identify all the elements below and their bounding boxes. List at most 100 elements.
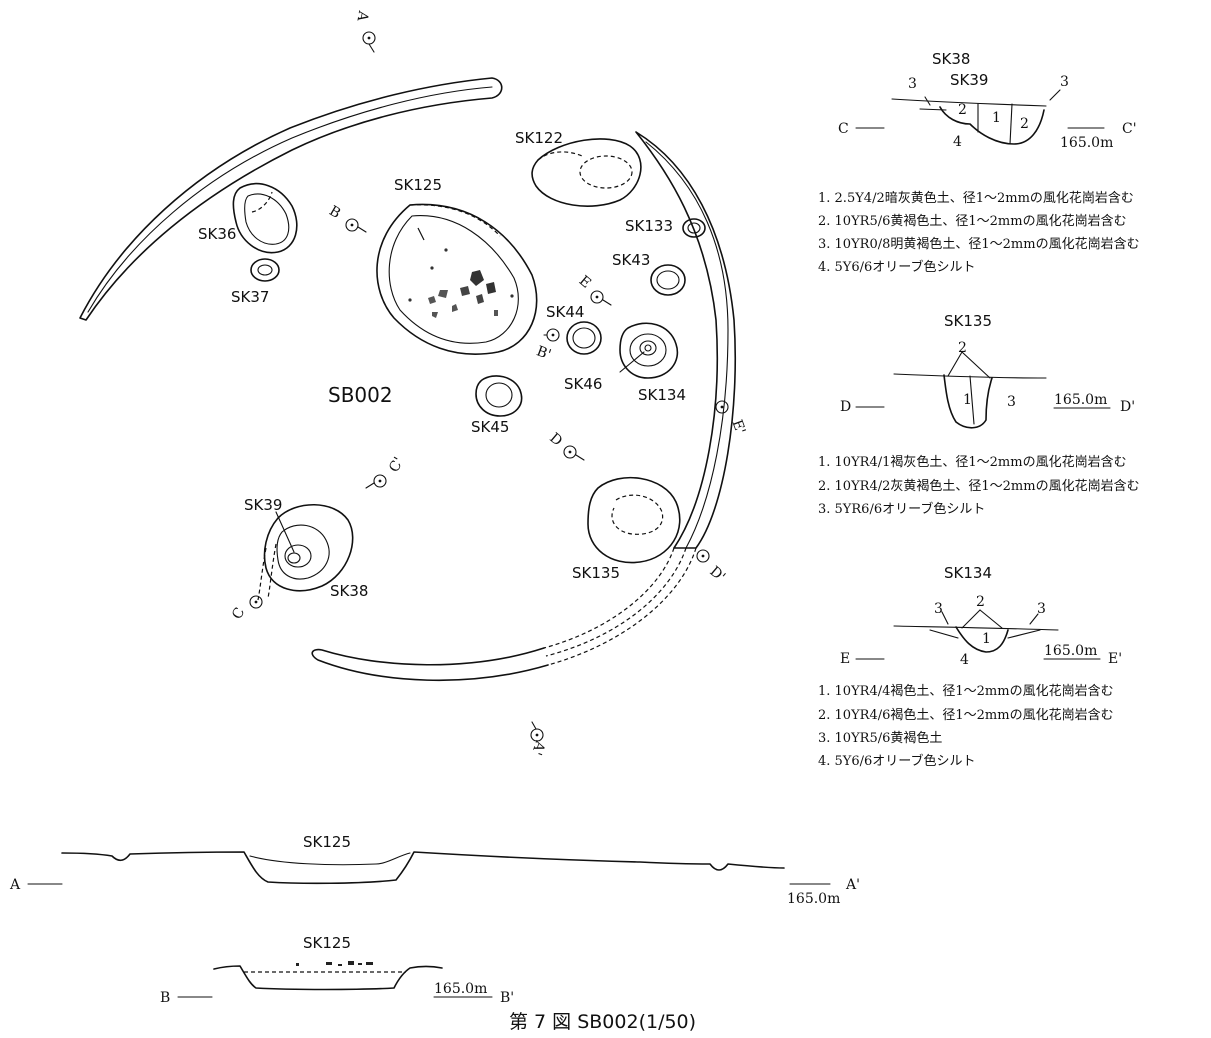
section-b-right-point: B' [500, 990, 514, 1006]
building-label: SB002 [328, 383, 393, 407]
sk38-legend-1: 1. 2.5Y4/2暗灰黄色土、径1〜2mmの風化花崗岩含む [818, 190, 1134, 206]
sk134-legend-1: 1. 10YR4/4褐色土、径1〜2mmの風化花崗岩含む [818, 683, 1114, 699]
section-a-scale: 165.0m [787, 891, 840, 907]
pit-sk37 [250, 258, 280, 282]
sk134-legend-2: 2. 10YR4/6褐色土、径1〜2mmの風化花崗岩含む [818, 707, 1114, 723]
label-sk125: SK125 [394, 176, 442, 194]
pit-sk135 [587, 476, 681, 564]
label-sk44: SK44 [546, 303, 584, 321]
sk134-legend-3: 3. 10YR5/6黄褐色土 [818, 730, 942, 746]
section-b-gravel [296, 961, 373, 966]
sk38-legend-3: 3. 10YR0/8明黄褐色土、径1〜2mmの風化花崗岩含む [818, 236, 1140, 252]
label-sk46: SK46 [564, 375, 602, 393]
pit-sk39 [284, 544, 312, 568]
label-sk38: SK38 [330, 582, 368, 600]
point-c: C [229, 605, 248, 622]
sk134-num-2: 2 [976, 594, 985, 610]
sk135-legend: 1. 10YR4/1褐灰色土、径1〜2mmの風化花崗岩含む 2. 10YR4/2… [818, 454, 1140, 517]
section-b-left-point: B [160, 990, 170, 1006]
label-sk135: SK135 [572, 564, 620, 582]
label-sk134: SK134 [638, 386, 686, 404]
sk134-right-point: E' [1108, 651, 1122, 667]
sk135-right-point: D' [1120, 399, 1135, 415]
point-a: A [353, 9, 371, 24]
sk38-num-2-right: 2 [1020, 116, 1029, 132]
sk38-num-3-left: 3 [908, 76, 917, 92]
section-sk135: SK135 2 1 3 D 165.0m D' 1. 10YR4/1褐灰色土、径… [818, 312, 1140, 517]
section-markers [249, 31, 729, 742]
point-a2: A' [528, 738, 548, 758]
sk38-legend-2: 2. 10YR5/6黄褐色土、径1〜2mmの風化花崗岩含む [818, 213, 1127, 229]
label-sk45: SK45 [471, 418, 509, 436]
pit-sk44 [566, 321, 602, 355]
section-b-title: SK125 [303, 934, 351, 952]
sk38-subtitle: SK39 [950, 71, 988, 89]
label-sk133: SK133 [625, 217, 673, 235]
label-sk36: SK36 [198, 225, 236, 243]
sk134-num-3-right: 3 [1037, 601, 1046, 617]
pit-sk43 [650, 264, 686, 296]
sk134-num-3-left: 3 [934, 601, 943, 617]
section-a-right-point: A' [845, 877, 860, 893]
point-d: D [546, 430, 565, 449]
gravel-cluster [408, 227, 514, 318]
point-b2: B' [534, 343, 553, 363]
sk38-num-1: 1 [992, 110, 1001, 126]
sk134-num-1: 1 [982, 631, 991, 647]
point-e2: E' [728, 418, 748, 437]
sk135-legend-3: 3. 5YR6/6オリーブ色シルト [818, 501, 985, 517]
section-a-title: SK125 [303, 833, 351, 851]
ditch-bottom [311, 647, 549, 682]
pit-sk46 [639, 340, 657, 356]
sk135-title: SK135 [944, 312, 992, 330]
label-sk37: SK37 [231, 288, 269, 306]
pit-sk133 [682, 218, 706, 238]
sk134-scale: 165.0m [1044, 643, 1097, 659]
label-sk39: SK39 [244, 496, 282, 514]
sk135-legend-2: 2. 10YR4/2灰黄褐色土、径1〜2mmの風化花崗岩含む [818, 478, 1140, 494]
sk134-num-4: 4 [960, 652, 969, 668]
sk38-num-3-right: 3 [1060, 74, 1069, 90]
section-b-scale: 165.0m [434, 981, 487, 997]
sk135-num-1: 1 [963, 392, 972, 408]
sk135-left-point: D [840, 399, 851, 415]
sk38-num-4: 4 [953, 134, 962, 150]
sk135-num-3: 3 [1007, 394, 1016, 410]
sk38-title: SK38 [932, 50, 970, 68]
sk134-legend-4: 4. 5Y6/6オリーブ色シルト [818, 753, 976, 769]
sk38-right-point: C' [1122, 121, 1137, 137]
section-sk38: SK38 SK39 3 2 1 2 3 4 C 165.0m C' 1. 2.5… [818, 50, 1140, 275]
sk134-legend: 1. 10YR4/4褐色土、径1〜2mmの風化花崗岩含む 2. 10YR4/6褐… [818, 683, 1114, 769]
sk38-scale: 165.0m [1060, 135, 1113, 151]
sk135-scale: 165.0m [1054, 392, 1107, 408]
label-sk43: SK43 [612, 251, 650, 269]
ditch-upper-left [79, 77, 503, 321]
section-sk134: SK134 3 2 3 1 4 E 165.0m E' 1. 10YR4/4褐色… [818, 564, 1122, 769]
plan-view: SB002 SK122 SK125 SK36 SK37 SK133 SK43 S… [79, 9, 748, 758]
ditch-right [635, 131, 737, 549]
point-e: E [576, 273, 594, 292]
point-c2: C' [386, 455, 407, 476]
point-b: B [326, 203, 343, 222]
pit-sk36 [232, 182, 298, 254]
section-a-left-point: A [9, 877, 21, 893]
point-d2: D' [706, 563, 728, 585]
sk134-left-point: E [840, 651, 850, 667]
sk135-legend-1: 1. 10YR4/1褐灰色土、径1〜2mmの風化花崗岩含む [818, 454, 1127, 470]
sk38-legend-4: 4. 5Y6/6オリーブ色シルト [818, 259, 976, 275]
sk38-num-2-left: 2 [958, 102, 967, 118]
pit-sk134 [619, 322, 679, 379]
sk135-num-2: 2 [958, 340, 967, 356]
pit-sk122 [531, 138, 642, 207]
figure-caption: 第 7 図 SB002(1/50) [509, 1011, 696, 1033]
pit-sk125 [376, 203, 538, 355]
label-sk122: SK122 [515, 129, 563, 147]
sk38-legend: 1. 2.5Y4/2暗灰黄色土、径1〜2mmの風化花崗岩含む 2. 10YR5/… [818, 190, 1140, 275]
sk38-left-point: C [838, 121, 849, 137]
pit-sk45 [475, 375, 523, 417]
sk134-title: SK134 [944, 564, 992, 582]
section-b: SK125 B 165.0m B' [160, 934, 514, 1006]
section-a: SK125 A 165.0m A' [9, 833, 860, 907]
